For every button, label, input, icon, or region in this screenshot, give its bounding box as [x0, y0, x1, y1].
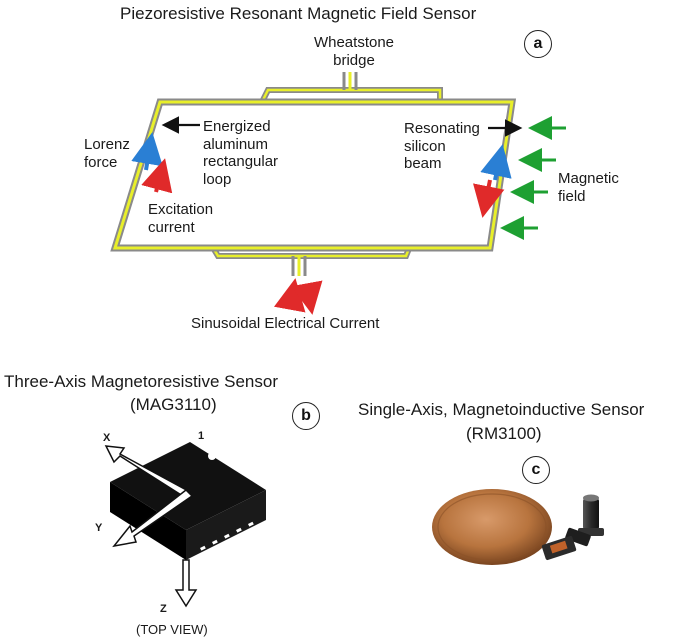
- pin1-dot: [208, 452, 216, 460]
- chip-pins: [200, 521, 254, 551]
- panel-b-title: Three-Axis Magnetoresistive Sensor: [4, 372, 279, 391]
- lorenz-force-arrow-right: [480, 144, 512, 181]
- panel-b-subtitle: (MAG3110): [130, 395, 217, 414]
- chip-top-face: [110, 442, 266, 530]
- panel-c-badge: c: [522, 456, 550, 484]
- y-axis-arrow: [112, 489, 194, 548]
- sinusoidal-arrow-down: [290, 280, 323, 315]
- horizontal-sensor-coil: [565, 527, 591, 547]
- panel-a-badge: a: [524, 30, 552, 58]
- panel-c-title: Single-Axis, Magnetoinductive Sensor: [358, 400, 645, 419]
- penny-coin: [432, 489, 552, 565]
- pin-1-label: 1: [198, 430, 205, 442]
- vertical-sensor-coil: [578, 494, 604, 536]
- axis-x-label: X: [103, 432, 111, 444]
- z-axis-arrow: [174, 559, 198, 608]
- chip-right-face: [186, 490, 266, 560]
- axis-y-label: Y: [95, 522, 103, 534]
- x-axis-arrow: [104, 445, 192, 500]
- sinusoidal-label: Sinusoidal Electrical Current: [191, 315, 380, 332]
- current-arrow-right: [473, 179, 505, 218]
- aluminum-loop: [110, 98, 517, 252]
- top-view-label: (TOP VIEW): [136, 622, 208, 637]
- excitation-arrow-left: [141, 158, 173, 194]
- axis-z-label: Z: [160, 603, 167, 615]
- copper-coil-chip: [541, 535, 577, 561]
- wheatstone-bridge-tab: [259, 72, 443, 104]
- panel-c-subtitle: (RM3100): [466, 424, 542, 443]
- panel-a-title: Piezoresistive Resonant Magnetic Field S…: [120, 4, 477, 23]
- panel-b-badge: b: [292, 402, 320, 430]
